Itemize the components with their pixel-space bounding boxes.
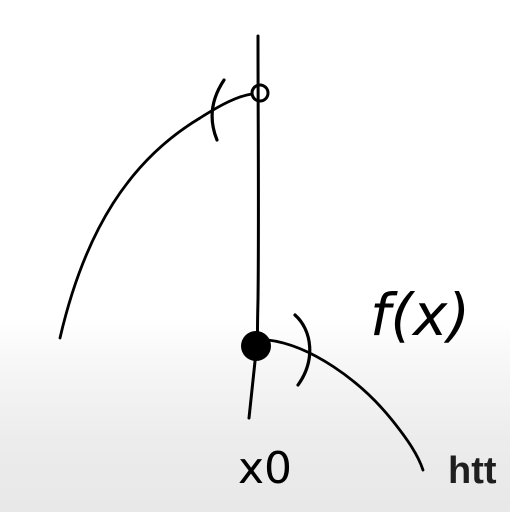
function-label: f(x) (370, 281, 470, 349)
right-branch-curve (266, 338, 425, 472)
right-bracket-mark (293, 313, 312, 387)
watermark-text: htt (448, 450, 497, 492)
left-branch-curve (58, 92, 254, 340)
vertical-line-lower-segment (247, 350, 258, 420)
open-circle-point (250, 83, 270, 103)
closed-circle-point (241, 331, 271, 361)
point-label-x0: x0 (238, 443, 292, 494)
left-bracket-mark (210, 78, 226, 142)
vertical-line-x0 (256, 34, 260, 347)
